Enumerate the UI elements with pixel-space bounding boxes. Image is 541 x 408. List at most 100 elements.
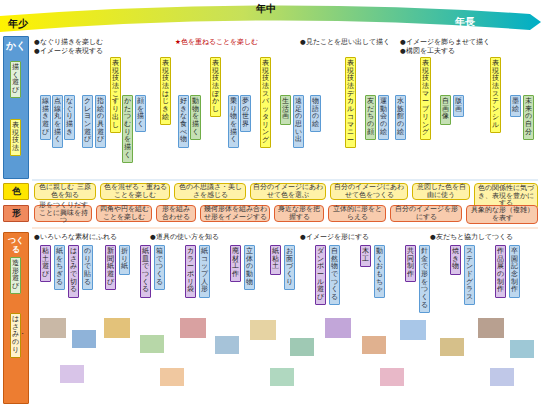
node-text: 色に親しむ 三原色を知る: [37, 184, 93, 199]
vertical-box: 表現技法 はじき絵: [160, 57, 171, 125]
node-text: 折り紙: [121, 248, 128, 271]
vertical-box: 造形遊び: [10, 257, 21, 294]
node-text: 色の不思議さ・美しさを感じる: [177, 184, 243, 199]
node-text: 墨絵: [512, 98, 519, 113]
note-text: ●構図を工夫する: [400, 47, 455, 56]
category-box: かく描く遊び表現技法: [3, 36, 29, 179]
node-text: かたつむりを描く: [124, 98, 131, 160]
step-box: 形をつくりだすことに興味を持つ: [34, 205, 92, 222]
node-text: 紙コップ人形: [201, 248, 208, 294]
step-box: 幾何形体を組み合わせ形をイメージする: [200, 205, 270, 222]
vertical-box: 生活画: [280, 95, 291, 125]
step-box: 自分のイメージにあわせて色をつくる: [330, 183, 408, 200]
node-text: お面づくり: [286, 248, 293, 286]
node-text: 紙皿でつくる: [142, 248, 149, 294]
node-text: 箱でつくる: [156, 248, 163, 286]
vertical-box: 遠足の思い出: [293, 95, 304, 148]
vertical-box: 卒園記念制作: [509, 245, 520, 298]
node-text: はさみ・のり: [12, 316, 19, 354]
step-box: 自分のイメージにあわせて色を選ぶ: [250, 183, 326, 200]
node-text: 生活画: [282, 98, 289, 121]
node-text: 線描き遊び: [42, 98, 49, 136]
vertical-box: 物語の絵: [310, 95, 321, 132]
node-text: 具象的な形（複雑）を表す: [469, 207, 535, 222]
note-text: ●イメージを表現する: [34, 47, 103, 56]
node-text: 表現技法 スパッタリング: [262, 60, 269, 145]
vertical-box: 表現技法 ステンシル: [490, 57, 501, 133]
vertical-box: クレヨン遊び: [82, 95, 93, 148]
node-text: なぐり描き: [66, 98, 73, 136]
vertical-box: 紙皿でつくる: [140, 245, 151, 298]
node-text: 四角や円を組むことを楽しむ: [99, 206, 149, 221]
node-text: 表現技法 ステンシル: [492, 60, 499, 129]
age-label: 年少: [8, 17, 28, 31]
node-text: 乗り物を描く: [230, 98, 237, 144]
node-text: 紙粘土: [272, 248, 279, 271]
node-text: 粘土遊び: [42, 248, 49, 279]
vertical-box: カラーポリ袋: [185, 245, 196, 298]
age-label: 年長: [455, 15, 475, 29]
category-box: 形: [3, 205, 29, 222]
vertical-box: お面づくり: [284, 245, 295, 290]
node-text: 友だちの顔: [367, 98, 374, 136]
node-text: 自然物でつくる: [331, 248, 338, 302]
step-box: 立体的に形をとらえる: [328, 205, 386, 222]
vertical-box: 焼き物: [450, 245, 461, 275]
note-text: ●道具の使い方を知る: [150, 233, 219, 242]
node-text: 形をつくりだすことに興味を持つ: [37, 202, 89, 224]
vertical-box: なぐり描き: [64, 95, 75, 140]
divider: [32, 228, 538, 229]
node-text: はさみで切る: [70, 248, 77, 294]
vertical-box: 未来の自分: [523, 95, 534, 140]
vertical-box: 表現技法 マーブリング: [420, 57, 431, 140]
node-text: 顔を描く: [137, 98, 144, 129]
node-text: 紙をちぎる: [56, 248, 63, 286]
vertical-box: 点・線・丸を描く: [52, 95, 63, 148]
node-text: 指絵の具遊び: [97, 98, 104, 144]
step-box: 形を組み合わせる: [156, 205, 196, 222]
node-text: 好きな食べ物: [180, 98, 187, 144]
node-text: 表現技法: [12, 122, 19, 153]
vertical-box: 描く遊び: [10, 61, 21, 98]
node-text: 新聞紙遊び: [107, 248, 114, 286]
vertical-box: 廃材工作: [230, 245, 241, 282]
vertical-box: 好きな食べ物: [178, 95, 189, 148]
node-text: 表現技法 こすり出し: [112, 60, 119, 129]
vertical-box: 立体の動物: [244, 245, 255, 290]
node-text: 意図した色を自由に使う: [415, 184, 467, 199]
node-text: 造形遊び: [12, 260, 19, 291]
node-text: 自分のイメージにあわせて色を選ぶ: [253, 184, 323, 199]
note-text: ●イメージを膨らませて描く: [400, 38, 490, 47]
node-text: ステンドグラス: [466, 248, 473, 302]
vertical-box: 紙粘土: [270, 245, 281, 275]
node-text: 物語の絵: [312, 98, 319, 129]
vertical-box: 紙をちぎる: [54, 245, 65, 290]
node-text: 針金で形をつくる: [421, 248, 428, 310]
age-label: 年中: [256, 2, 276, 16]
node-text: 表現技法 デカルコマニー: [347, 60, 354, 145]
vertical-box: 表現技法 こすり出し: [110, 57, 121, 133]
vertical-box: 運動会の絵: [378, 95, 389, 140]
node-text: 水族館の絵: [397, 98, 404, 136]
step-box: 色を混ぜる・重ねることを楽しむ: [100, 183, 170, 200]
note-text: ●なぐり描きを楽しむ: [34, 38, 103, 47]
node-text: 自分のイメージを形にする: [393, 206, 459, 221]
node-text: 共同制作: [407, 248, 414, 279]
vertical-box: 共同制作: [405, 245, 416, 282]
node-text: 夢の世界: [242, 98, 249, 129]
vertical-box: 表現技法 ぼかし: [210, 57, 221, 117]
node-text: 版画: [455, 98, 462, 113]
vertical-box: 夢の世界: [240, 95, 251, 132]
vertical-box: 自然物でつくる: [329, 245, 340, 305]
vertical-box: 墨絵: [510, 95, 521, 117]
node-text: カラーポリ袋: [187, 248, 194, 294]
vertical-box: 作品展の制作: [495, 245, 506, 298]
node-text: 遠足の思い出: [295, 98, 302, 144]
node-text: 作品展の制作: [497, 248, 504, 294]
node-text: かく: [6, 40, 26, 52]
node-text: 点・線・丸を描く: [54, 98, 61, 144]
node-text: 表現技法 はじき絵: [162, 60, 169, 122]
vertical-box: 顔を描く: [135, 95, 146, 132]
category-box: 色: [3, 183, 29, 200]
step-box: 四角や円を組むことを楽しむ: [96, 205, 152, 222]
